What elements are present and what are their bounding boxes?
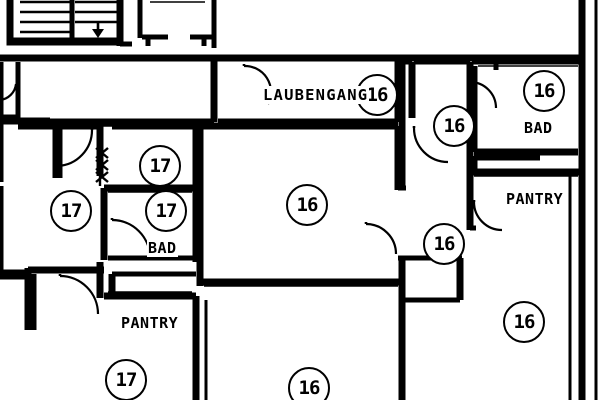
top-center-shaft — [137, 0, 217, 48]
staircase — [6, 0, 132, 47]
hatched-partition-marker — [95, 146, 109, 186]
room-number-badge: 16 — [286, 184, 328, 226]
room-number-badge: 17 — [105, 359, 147, 400]
room-number-badge: 17 — [139, 145, 181, 187]
room-label-pantry-left: PANTRY — [120, 314, 180, 332]
unit16-main-room — [196, 122, 406, 300]
room-number-badge: 17 — [145, 190, 187, 232]
room-label-pantry-right: PANTRY — [505, 190, 565, 208]
room-number-badge: 16 — [503, 301, 545, 343]
room-number-badge: 16 — [288, 367, 330, 400]
unit16-entry-and-bad — [398, 59, 582, 188]
upper-central-area — [18, 58, 218, 127]
unit17-left-room — [0, 186, 30, 280]
room-number-badge: 16 — [433, 105, 475, 147]
unit17-upper-area — [18, 122, 200, 192]
room-number-badge: 17 — [50, 190, 92, 232]
room-number-badge: 16 — [523, 70, 565, 112]
unit16-pantry-right — [466, 175, 578, 232]
unit17-pantry-left — [24, 262, 196, 330]
room-label-bad-left: BAD — [147, 239, 178, 257]
room-number-badge: 16 — [423, 223, 465, 265]
room-label-laubengang: LAUBENGANG — [262, 86, 370, 104]
room-label-bad-right: BAD — [523, 119, 554, 137]
